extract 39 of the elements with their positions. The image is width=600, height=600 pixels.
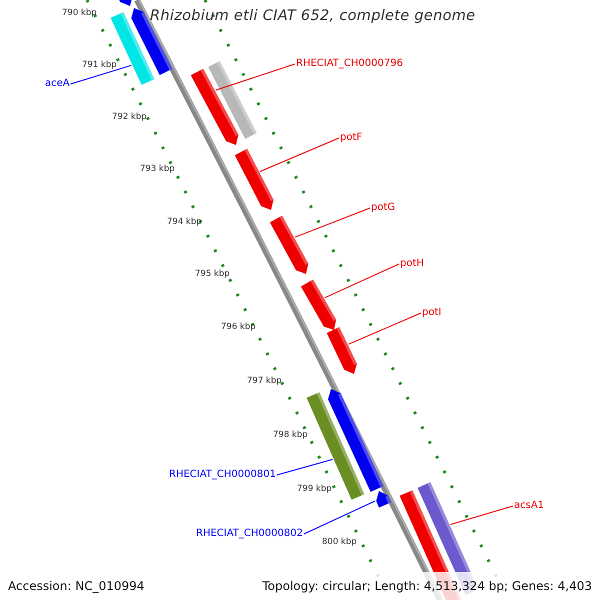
leader-line (348, 312, 422, 345)
gene-label: RHECIAT_CH0000801 (169, 469, 276, 481)
position-label: 799 kbp (297, 484, 332, 494)
leader-line (276, 458, 334, 476)
gene-feature (326, 327, 357, 374)
gene-label: RHECIAT_CH0000802 (196, 528, 303, 540)
leader-line (303, 500, 376, 534)
gene-feature (190, 68, 238, 145)
position-label: 795 kbp (195, 269, 230, 279)
position-label: 794 kbp (167, 217, 202, 227)
position-label: 797 kbp (247, 376, 282, 386)
gene-feature (376, 491, 391, 508)
leader-line (70, 64, 132, 84)
position-label: 798 kbp (273, 430, 308, 440)
position-label: 796 kbp (221, 322, 256, 332)
leader-line (294, 208, 370, 238)
gene-feature (300, 280, 336, 330)
gene-label: acsA1 (514, 500, 544, 512)
leader-line (324, 264, 400, 298)
position-label: 792 kbp (112, 112, 147, 122)
position-label: 793 kbp (140, 164, 175, 174)
position-label: 800 kbp (322, 537, 357, 547)
gene-feature (270, 216, 308, 274)
accession-text: Accession: NC_010994 (8, 579, 144, 593)
topology-text: Topology: circular; Length: 4,513,324 bp; Genes: 4,403 (262, 579, 592, 593)
leader-line (450, 506, 514, 525)
position-label: 791 kbp (82, 60, 117, 70)
gene-feature (234, 148, 274, 210)
leader-line (215, 64, 296, 91)
gene-label: potI (422, 307, 442, 319)
leader-line (260, 138, 340, 172)
gene-label: potF (340, 132, 362, 144)
gene-label: RHECIAT_CH0000796 (296, 58, 403, 70)
gene-label: aceA (45, 78, 70, 90)
gene-label: potH (400, 258, 424, 270)
gene-label: potG (371, 202, 396, 214)
gene-feature (208, 61, 257, 139)
genome-title: Rhizobium etli CIAT 652, complete genome (150, 8, 476, 24)
position-label: 790 kbp (62, 8, 97, 18)
